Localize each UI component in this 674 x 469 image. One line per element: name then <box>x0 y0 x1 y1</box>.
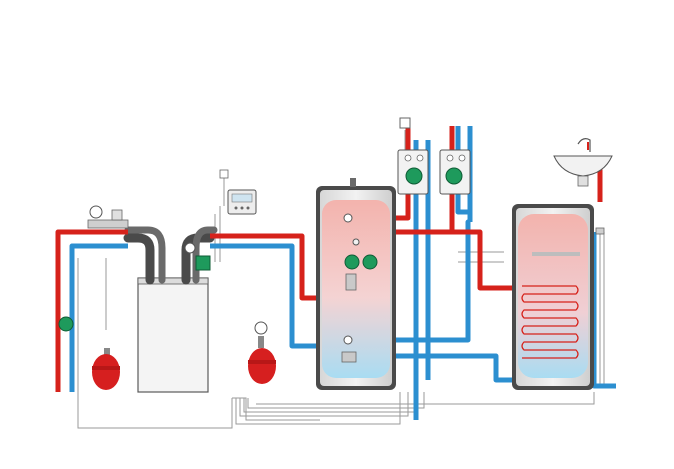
primary-pump-left[interactable] <box>58 316 74 332</box>
boiler-connection-hoses <box>123 226 218 285</box>
outdoor-sensor <box>219 169 229 179</box>
buffer-tank-fittings <box>341 213 357 363</box>
dhw-tank-anode <box>532 252 580 256</box>
room-thermostat[interactable] <box>399 117 411 129</box>
heating-circuit-1[interactable] <box>397 149 429 195</box>
heat-generator-boiler[interactable] <box>137 277 209 393</box>
wiring-lines <box>77 130 605 429</box>
safety-group-left[interactable] <box>87 205 129 229</box>
system-controller[interactable] <box>227 189 257 215</box>
dhw-cold-water-inlet <box>595 227 616 389</box>
heating-circuit-2[interactable] <box>439 149 471 195</box>
wash-basin[interactable] <box>553 138 613 187</box>
expansion-vessel-middle[interactable] <box>248 321 276 384</box>
dhw-storage-tank[interactable] <box>512 204 594 390</box>
dhw-heating-coil <box>521 285 579 359</box>
boiler-safety-group[interactable] <box>184 242 211 271</box>
expansion-vessel-left[interactable] <box>92 348 120 390</box>
buffer-pump-group[interactable] <box>344 238 378 270</box>
